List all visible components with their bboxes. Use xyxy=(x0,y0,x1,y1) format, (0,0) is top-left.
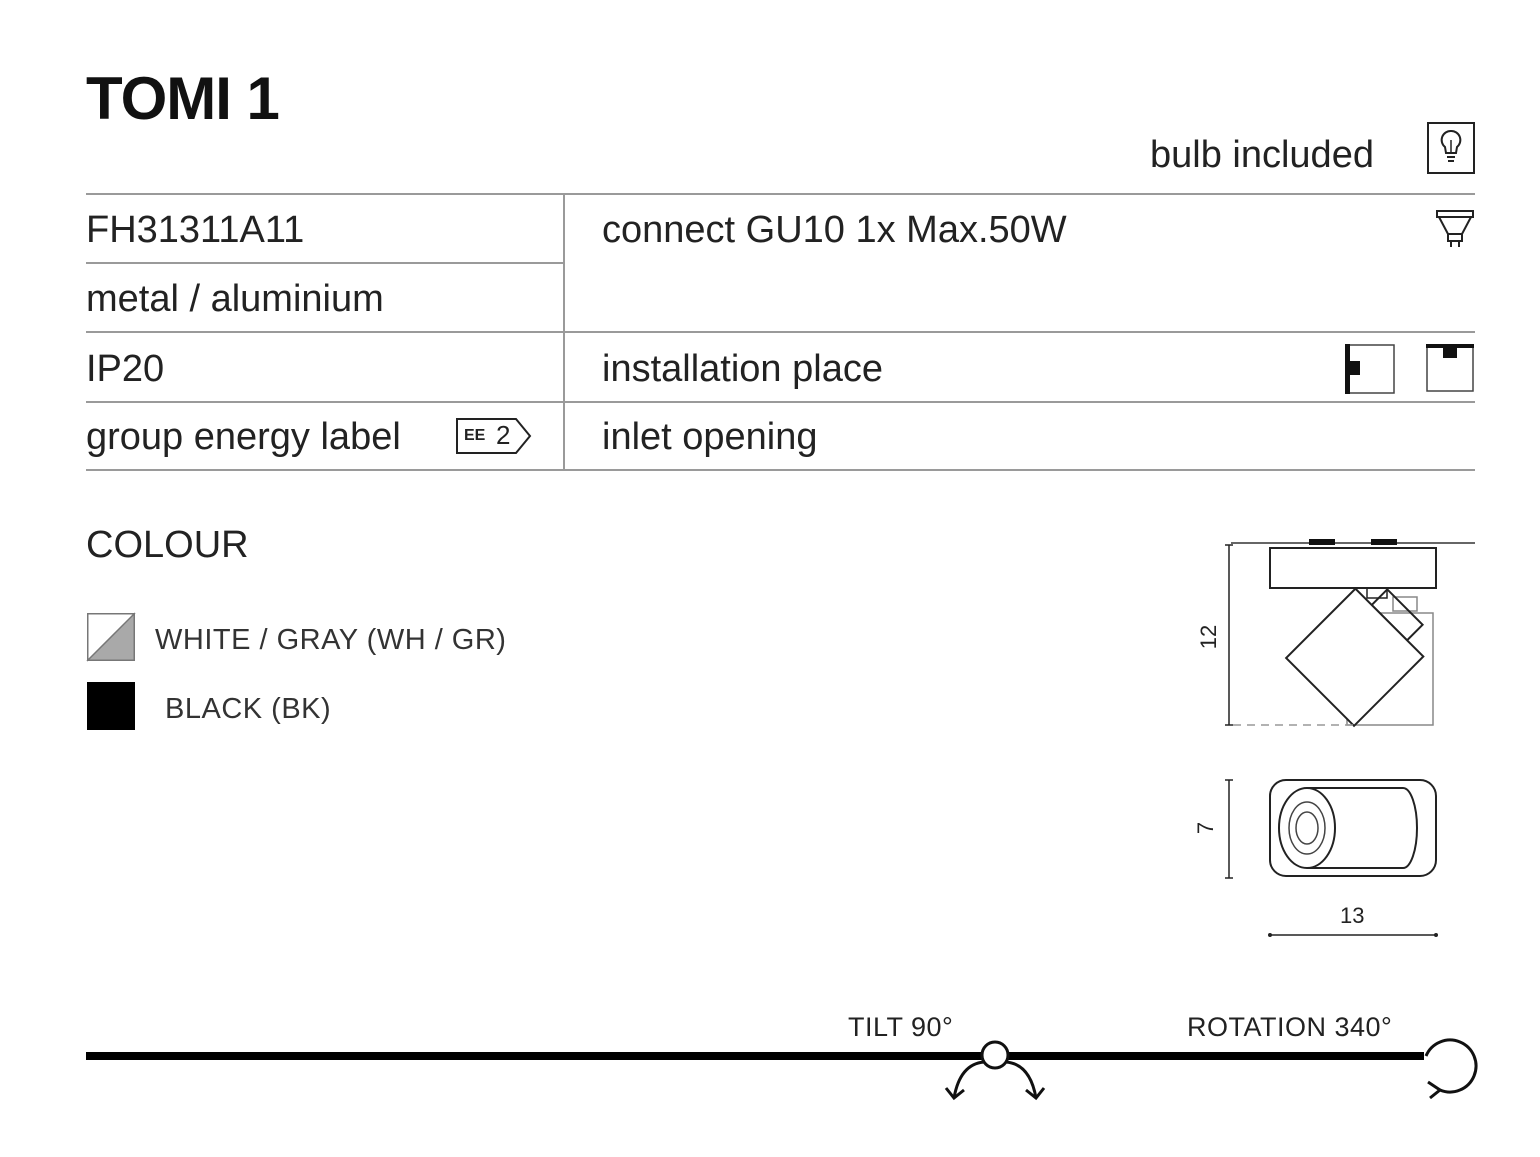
dimension-depth: 7 xyxy=(1193,821,1219,835)
colour-option-label: BLACK (BK) xyxy=(165,693,332,725)
width-dimension-line xyxy=(1268,933,1438,937)
tilt-label: TILT 90° xyxy=(848,1012,954,1042)
swatch-black xyxy=(87,682,135,730)
product-code: FH31311A11 xyxy=(86,209,305,251)
table-rule-1 xyxy=(86,262,564,264)
ip-rating: IP20 xyxy=(86,348,165,390)
inlet-opening: inlet opening xyxy=(602,416,818,458)
bulb-icon xyxy=(1427,122,1475,174)
dimension-width: 13 xyxy=(1340,903,1365,928)
table-rule-2 xyxy=(86,331,1475,333)
energy-label-icon: EE 2 xyxy=(456,418,532,454)
swatch-white-gray xyxy=(86,612,136,662)
table-rule-bottom xyxy=(86,469,1475,471)
energy-badge-value: 2 xyxy=(496,420,511,450)
rotation-icon xyxy=(1424,1038,1478,1100)
material: metal / aluminium xyxy=(86,278,384,320)
bulb-included-label: bulb included xyxy=(1150,134,1374,176)
wall-mount-icon xyxy=(1345,344,1395,394)
ceiling-mount-icon xyxy=(1426,344,1474,392)
table-rule-top xyxy=(86,193,1475,195)
installation-place: installation place xyxy=(602,348,883,390)
table-divider xyxy=(563,193,565,471)
gu10-lamp-icon xyxy=(1436,210,1474,247)
product-title: TOMI 1 xyxy=(86,65,280,132)
rotation-label: ROTATION 340° xyxy=(1187,1012,1393,1042)
dimension-height: 12 xyxy=(1196,624,1222,650)
socket-spec: connect GU10 1x Max.50W xyxy=(602,209,1067,251)
front-view-drawing xyxy=(1225,779,1437,879)
energy-label-text: group energy label xyxy=(86,416,401,458)
tilt-icon xyxy=(944,1040,1046,1101)
colour-title: COLOUR xyxy=(86,524,249,566)
feature-bar xyxy=(86,1052,1424,1060)
side-view-drawing xyxy=(1225,539,1475,728)
energy-badge-prefix: EE xyxy=(464,427,486,444)
table-rule-3 xyxy=(86,401,1475,403)
colour-option-label: WHITE / GRAY (WH / GR) xyxy=(155,624,507,656)
